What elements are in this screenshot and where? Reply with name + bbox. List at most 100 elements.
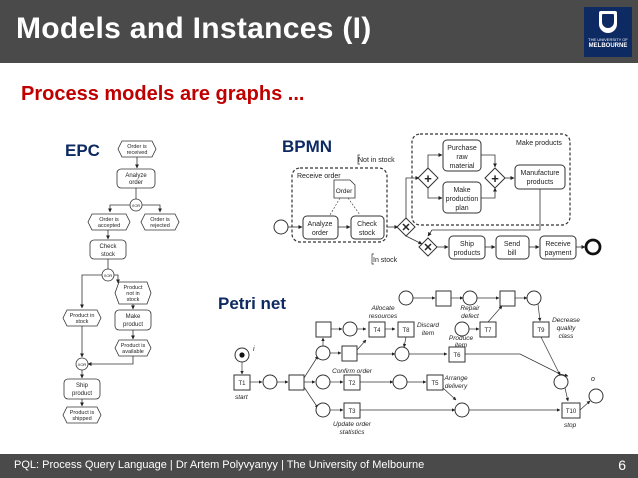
bpmn-task-send-bill: Send bill [495, 235, 530, 260]
petri-label-produce-item-1: Produce [449, 335, 474, 342]
svg-text:Send: Send [504, 241, 520, 248]
petri-place-p8 [553, 374, 569, 390]
svg-text:✕: ✕ [423, 242, 432, 254]
logo-line-1: THE UNIVERSITY OF [588, 37, 628, 42]
svg-text:shipped: shipped [72, 416, 91, 422]
svg-text:stock: stock [101, 252, 116, 258]
petri-label-i: i [253, 346, 255, 353]
svg-text:order: order [129, 180, 143, 186]
epc-event-product-shipped: Product is shipped [62, 406, 102, 424]
svg-text:Product: Product [124, 285, 143, 291]
petri-silent-transition-top [315, 321, 332, 338]
petri-place-p7 [454, 402, 470, 418]
petri-place-o [588, 388, 604, 404]
epc-event-order-accepted: Order is accepted [87, 213, 131, 231]
epc-function-make-product: Make product [114, 309, 152, 331]
svg-text:Order is: Order is [99, 217, 119, 223]
bpmn-order-document: Order [333, 179, 356, 199]
petri-transition-t10: T10 [561, 402, 581, 419]
petri-place-p2 [315, 345, 331, 361]
svg-text:XOR: XOR [104, 273, 113, 278]
petri-transition-t9: T9 [532, 321, 550, 338]
bpmn-task-receive-payment: Receive payment [539, 235, 577, 260]
slide-subtitle: Process models are graphs ... [21, 83, 305, 105]
petri-label-decrease-quality-class-2: quality [557, 325, 577, 332]
bpmn-xor-join-gateway: ✕ [418, 237, 438, 257]
svg-text:Make: Make [453, 187, 470, 194]
svg-text:raw: raw [456, 154, 468, 161]
bpmn-label-in-stock: In stock [373, 257, 398, 264]
svg-text:XOR: XOR [78, 362, 87, 367]
bpmn-task-check-stock: Check stock [350, 215, 385, 240]
svg-text:Check: Check [357, 221, 377, 228]
epc-event-product-not-in-stock: Product not in stock [114, 281, 152, 305]
petri-place-quality [454, 321, 470, 337]
bpmn-label-not-in-stock: Not in stock [358, 157, 395, 164]
epc-event-product-available: Product is available [114, 339, 152, 357]
svg-text:product: product [123, 322, 143, 328]
svg-text:payment: payment [545, 250, 572, 257]
svg-text:bill: bill [508, 250, 517, 257]
svg-text:received: received [127, 150, 148, 156]
petri-label-repair-defect-1: Repair [460, 305, 480, 312]
svg-text:stock: stock [359, 230, 376, 237]
svg-text:T3: T3 [348, 409, 356, 415]
svg-text:T9: T9 [537, 328, 545, 334]
petri-label-arrange-delivery-2: delivery [445, 383, 468, 390]
svg-text:T2: T2 [348, 381, 356, 387]
petri-label-update-order-statistics-1: Update order [333, 421, 372, 428]
svg-text:plan: plan [455, 205, 468, 212]
petri-transition-t1: T1 [233, 374, 251, 391]
petri-place-i [234, 347, 250, 363]
svg-text:accepted: accepted [98, 223, 120, 229]
svg-text:product: product [72, 391, 92, 397]
epc-function-check-stock: Check stock [89, 239, 127, 260]
svg-text:Product is: Product is [70, 410, 95, 416]
bpmn-task-ship-products: Ship products [448, 235, 486, 260]
petri-transition-t6: T6 [448, 346, 466, 363]
epc-function-ship-product: Ship product [63, 378, 101, 400]
petri-label-arrange-delivery-1: Arrange [443, 375, 468, 382]
university-logo: THE UNIVERSITY OF MELBOURNE [584, 7, 632, 57]
petri-place-p4 [315, 374, 331, 390]
svg-text:Analyze: Analyze [125, 173, 147, 179]
svg-text:order: order [312, 230, 329, 237]
svg-text:T10: T10 [566, 409, 577, 415]
bpmn-end-event [584, 238, 602, 256]
svg-text:Order: Order [336, 188, 353, 195]
svg-text:T1: T1 [238, 381, 246, 387]
petri-heading: Petri net [218, 294, 286, 313]
slide-title: Models and Instances (I) [16, 12, 372, 45]
petri-place-top-right [462, 290, 478, 306]
petri-place-middle [394, 346, 410, 362]
petri-place-p5 [392, 374, 408, 390]
svg-text:Product is: Product is [121, 343, 146, 349]
petri-place-p3 [342, 321, 358, 337]
petri-transition-t5: T5 [426, 374, 444, 391]
svg-text:products: products [454, 250, 481, 257]
svg-text:T5: T5 [431, 381, 439, 387]
epc-function-analyze-order: Analyze order [116, 168, 156, 189]
epc-event-order-rejected: Order is rejected [140, 213, 180, 231]
bpmn-diagram: BPMN Make products Receive order Order A… [273, 133, 602, 265]
svg-text:stock: stock [76, 319, 89, 325]
svg-text:Make: Make [126, 314, 141, 320]
svg-text:Check: Check [99, 244, 117, 250]
svg-text:T4: T4 [373, 328, 381, 334]
bpmn-task-purchase-raw-material: Purchase raw material [442, 139, 482, 172]
title-bar: Models and Instances (I) THE UNIVERSITY … [0, 0, 638, 63]
bpmn-and-join-gateway: + [484, 167, 506, 189]
epc-event-order-received: Order is received [117, 140, 157, 158]
svg-text:Product in: Product in [70, 313, 95, 319]
bpmn-start-event [273, 219, 289, 235]
bpmn-task-make-production-plan: Make production plan [442, 181, 482, 214]
petri-label-allocate-resources-2: resources [369, 313, 398, 320]
petri-place-top-left [398, 290, 414, 306]
svg-text:available: available [122, 349, 144, 355]
svg-text:Purchase: Purchase [447, 145, 477, 152]
svg-text:not in: not in [126, 291, 139, 297]
svg-text:production: production [446, 196, 479, 203]
svg-text:T8: T8 [402, 328, 410, 334]
svg-text:Ship: Ship [460, 241, 474, 248]
svg-text:Ship: Ship [76, 383, 89, 389]
